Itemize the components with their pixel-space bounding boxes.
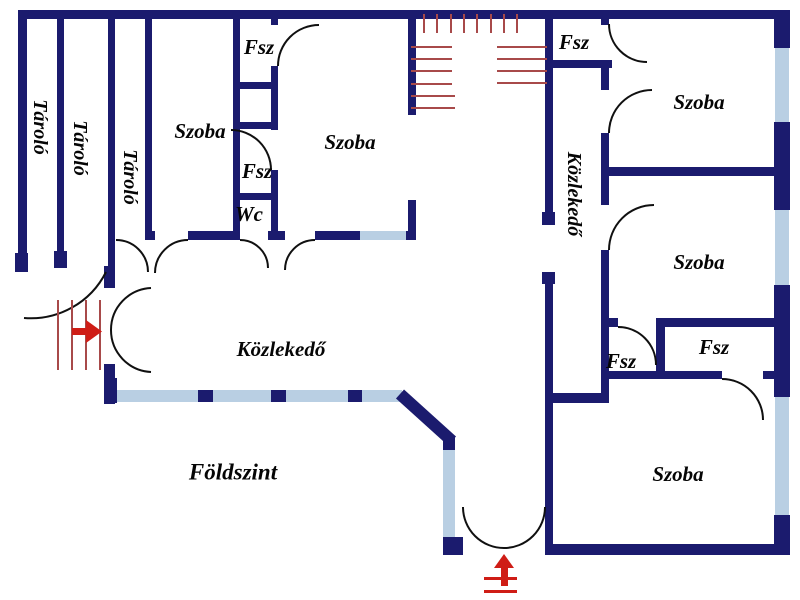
label-storage-3: Tároló bbox=[119, 149, 141, 205]
entry-vestibule-walls bbox=[395, 389, 463, 555]
small-room-column-walls bbox=[233, 10, 278, 240]
label-room-right: Szoba bbox=[673, 250, 724, 274]
corridor-bottom-wall-and-windows bbox=[106, 378, 402, 403]
label-corridor-main: Közlekedő bbox=[236, 337, 327, 361]
label-corridor-right: Közlekedő bbox=[563, 151, 585, 238]
storage-dividers bbox=[54, 10, 152, 288]
label-fsz-column-top: Fsz bbox=[243, 35, 275, 59]
stair-hall-walls bbox=[408, 10, 612, 240]
door-arcs bbox=[23, 23, 764, 549]
label-fsz-stair: Fsz bbox=[558, 30, 590, 54]
main-entrance-arrow-icon bbox=[484, 554, 517, 593]
side-entrance-arrow-icon bbox=[72, 320, 102, 343]
label-room-topmid: Szoba bbox=[324, 130, 375, 154]
room-labels: Tároló Tároló Tároló Szoba Fsz Fsz Wc Sz… bbox=[29, 30, 730, 486]
label-fsz-column-mid: Fsz bbox=[241, 159, 273, 183]
label-room-bottomright: Szoba bbox=[652, 462, 703, 486]
label-room-topleft: Szoba bbox=[174, 119, 225, 143]
corridor-top-wall bbox=[145, 231, 416, 240]
label-fsz-right-b: Fsz bbox=[698, 335, 730, 359]
label-fsz-right-a: Fsz bbox=[605, 349, 637, 373]
label-room-topright: Szoba bbox=[673, 90, 724, 114]
right-wall-windows bbox=[775, 48, 789, 515]
label-storage-1: Tároló bbox=[29, 99, 51, 155]
label-storage-2: Tároló bbox=[69, 120, 91, 176]
label-wc: Wc bbox=[235, 202, 264, 226]
outer-walls bbox=[15, 10, 790, 555]
floor-title: Földszint bbox=[188, 460, 278, 485]
right-rooms-walls bbox=[601, 167, 774, 379]
staircase-marks bbox=[411, 14, 547, 109]
